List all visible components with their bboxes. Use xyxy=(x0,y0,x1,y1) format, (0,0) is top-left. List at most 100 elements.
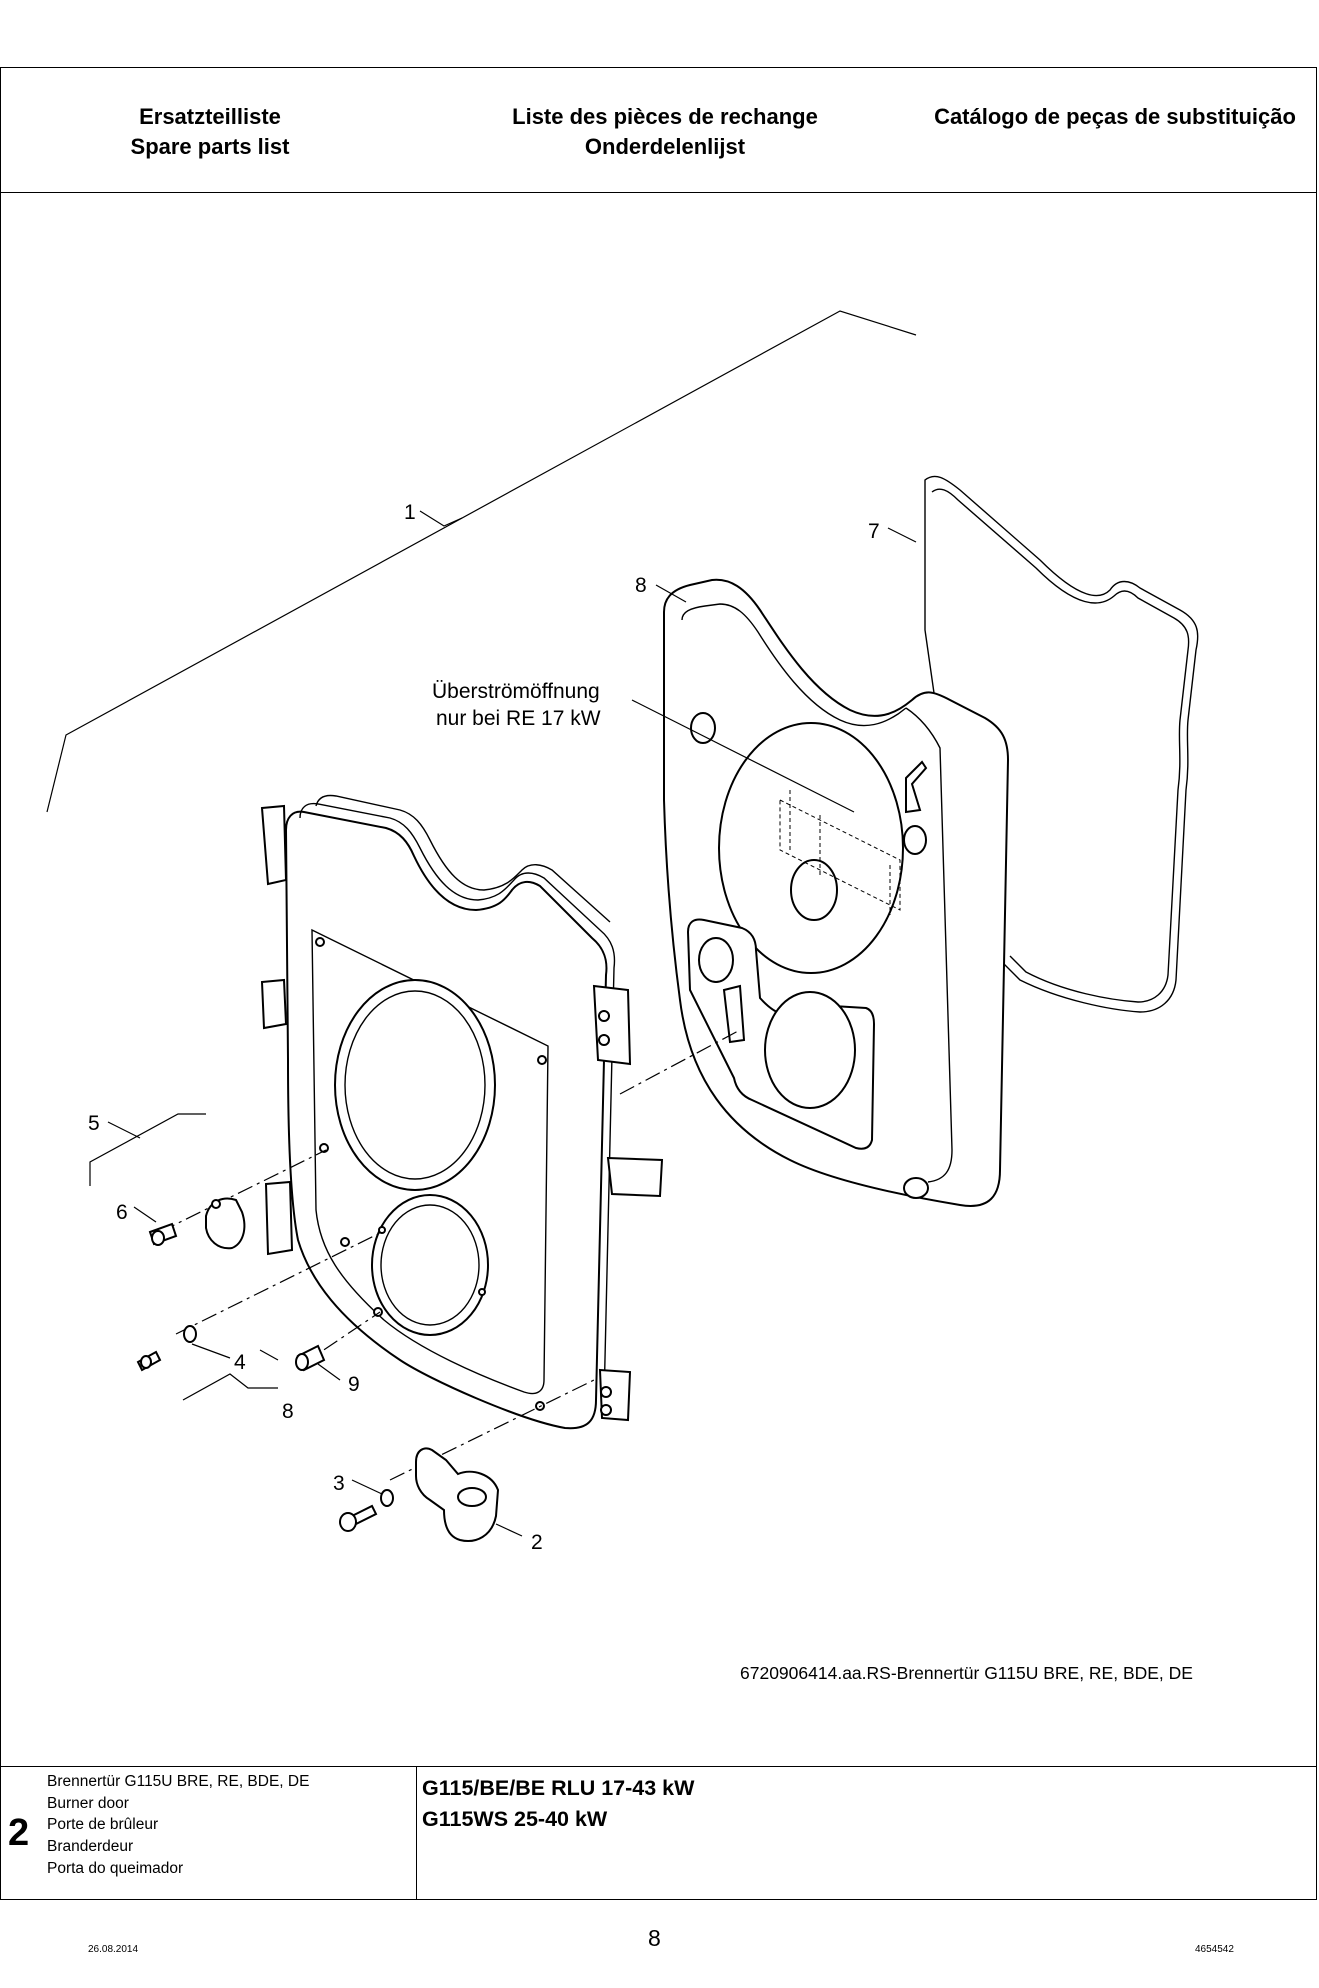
header-french-dutch: Liste des pièces de rechange Onderdelenl… xyxy=(480,102,850,162)
header-title-en: Spare parts list xyxy=(130,134,290,159)
centerline-stud-9 xyxy=(299,1311,381,1367)
footer-column-divider xyxy=(416,1766,417,1900)
insulation-combustion-plate xyxy=(718,722,904,974)
header-title-fr: Liste des pièces de rechange xyxy=(512,104,818,129)
burner-door-lower-opening xyxy=(371,1194,489,1336)
insulation-block-side-edge xyxy=(905,707,953,1183)
insulation-clip xyxy=(905,760,928,814)
hinge-screw-head xyxy=(151,1230,165,1246)
header-title-pt: Catálogo de peças de substituição xyxy=(934,104,1296,129)
header-german-english: Ersatzteilliste Spare parts list xyxy=(110,102,310,162)
insulation-bolt-hole-top xyxy=(690,712,716,744)
part-name-list: Brennertür G115U BRE, RE, BDE, DE Burner… xyxy=(47,1771,309,1880)
leader-6 xyxy=(133,1206,157,1223)
callout-1: 1 xyxy=(404,501,416,524)
latch-top-hole-a xyxy=(598,1010,610,1022)
drawing-caption: 6720906414.aa.RS-Brennertür G115U BRE, R… xyxy=(740,1663,1193,1683)
callout-9: 9 xyxy=(348,1373,360,1396)
insulation-sight-hole xyxy=(790,859,838,921)
leader-overflow-note xyxy=(631,699,855,813)
burner-door-inner-panel xyxy=(311,928,549,1395)
leader-3 xyxy=(351,1479,383,1495)
page-number: 8 xyxy=(648,1925,661,1951)
hinge-bracket-top xyxy=(260,804,288,886)
washer-3 xyxy=(380,1489,394,1507)
hinge-part xyxy=(205,1197,246,1250)
header-divider xyxy=(0,192,1317,193)
hinge-bracket-middle xyxy=(260,978,288,1030)
latch-bottom-hole-a xyxy=(600,1386,612,1398)
gasket-seal-inner xyxy=(931,488,1190,1003)
part-name-de: Brennertür G115U BRE, RE, BDE, DE xyxy=(47,1773,310,1790)
screw-3-head xyxy=(339,1512,357,1532)
overflow-note-line2: nur bei RE 17 kW xyxy=(436,707,601,730)
page-frame xyxy=(0,67,1317,1900)
insulation-burner-tube-hole xyxy=(764,991,856,1109)
part-name-en: Burner door xyxy=(47,1794,129,1812)
latch-top-hole-b xyxy=(598,1034,610,1046)
leader-4 xyxy=(191,1343,231,1359)
model-list: G115/BE/BE RLU 17-43 kW G115WS 25-40 kW xyxy=(422,1773,694,1835)
bracket-8-lower xyxy=(182,1373,278,1401)
burner-door-main-opening xyxy=(334,979,496,1191)
door-screw-hole-4 xyxy=(340,1237,350,1247)
burner-door-main-opening-rim xyxy=(344,990,486,1180)
insulation-bolt-hole-right xyxy=(903,825,927,855)
burner-door-lower-opening-rim xyxy=(380,1204,480,1326)
bracket-8-arm xyxy=(259,1349,279,1361)
screw-4-head xyxy=(140,1355,152,1369)
callout-3: 3 xyxy=(333,1472,345,1495)
leader-1 xyxy=(419,510,463,527)
part-name-fr: Porte de brûleur xyxy=(47,1816,159,1834)
callout-7: 7 xyxy=(868,520,880,543)
print-date: 26.08.2014 xyxy=(88,1944,139,1955)
centerline-door-to-insulation xyxy=(619,1029,741,1095)
latch-bracket-top xyxy=(592,984,632,1066)
part-name-nl: Branderdeur xyxy=(47,1838,134,1856)
door-handle-eye xyxy=(457,1487,487,1507)
hinge-part-hole xyxy=(211,1199,221,1209)
insulation-bottom-notch xyxy=(903,1177,929,1199)
overflow-note-line1: Überströmöffnung xyxy=(432,680,600,703)
callout-8-bottom: 8 xyxy=(282,1400,294,1423)
door-screw-hole-1 xyxy=(315,937,325,947)
door-screw-hole-8 xyxy=(478,1288,486,1296)
callout-8-top: 8 xyxy=(635,574,647,597)
centerline-screw-4 xyxy=(175,1231,383,1335)
section-number: 2 xyxy=(8,1812,30,1854)
gasket-seal xyxy=(924,475,1199,1013)
model-line-1: G115/BE/BE RLU 17-43 kW xyxy=(422,1776,695,1800)
latch-bottom-hole-b xyxy=(600,1404,612,1416)
overflow-opening-hidden-outline xyxy=(779,790,901,915)
callout-4: 4 xyxy=(234,1351,246,1374)
leader-2 xyxy=(495,1523,523,1537)
header-title-nl: Onderdelenlijst xyxy=(584,134,746,159)
insulation-retainer xyxy=(722,984,746,1044)
callout-6: 6 xyxy=(116,1201,128,1224)
burner-door-flange-outer xyxy=(315,794,611,923)
assembly-bracket-1 xyxy=(46,310,917,813)
footer-divider xyxy=(0,1766,1317,1767)
burner-door-flange xyxy=(299,802,616,1403)
header-title-de: Ersatzteilliste xyxy=(139,104,281,129)
document-id: 4654542 xyxy=(1195,1944,1234,1955)
leader-7 xyxy=(887,527,917,543)
leader-8-top xyxy=(655,584,687,603)
door-handle xyxy=(415,1447,500,1542)
callout-5: 5 xyxy=(88,1112,100,1135)
centerline-hinge xyxy=(159,1149,327,1233)
insulation-block-front-face xyxy=(681,603,907,727)
leader-5 xyxy=(107,1121,141,1139)
latch-bracket-middle xyxy=(606,1156,664,1198)
washer-4 xyxy=(183,1325,197,1343)
part-name-pt: Porta do queimador xyxy=(47,1859,184,1877)
door-screw-hole-2 xyxy=(537,1055,547,1065)
stud-9-end xyxy=(295,1353,309,1371)
header-portuguese: Catálogo de peças de substituição xyxy=(915,102,1315,132)
leader-9 xyxy=(317,1363,341,1381)
hinge-bracket-lower xyxy=(264,1180,294,1256)
insulation-lower-hole xyxy=(698,937,734,983)
door-screw-hole-7 xyxy=(378,1226,386,1234)
bracket-5 xyxy=(89,1113,206,1186)
